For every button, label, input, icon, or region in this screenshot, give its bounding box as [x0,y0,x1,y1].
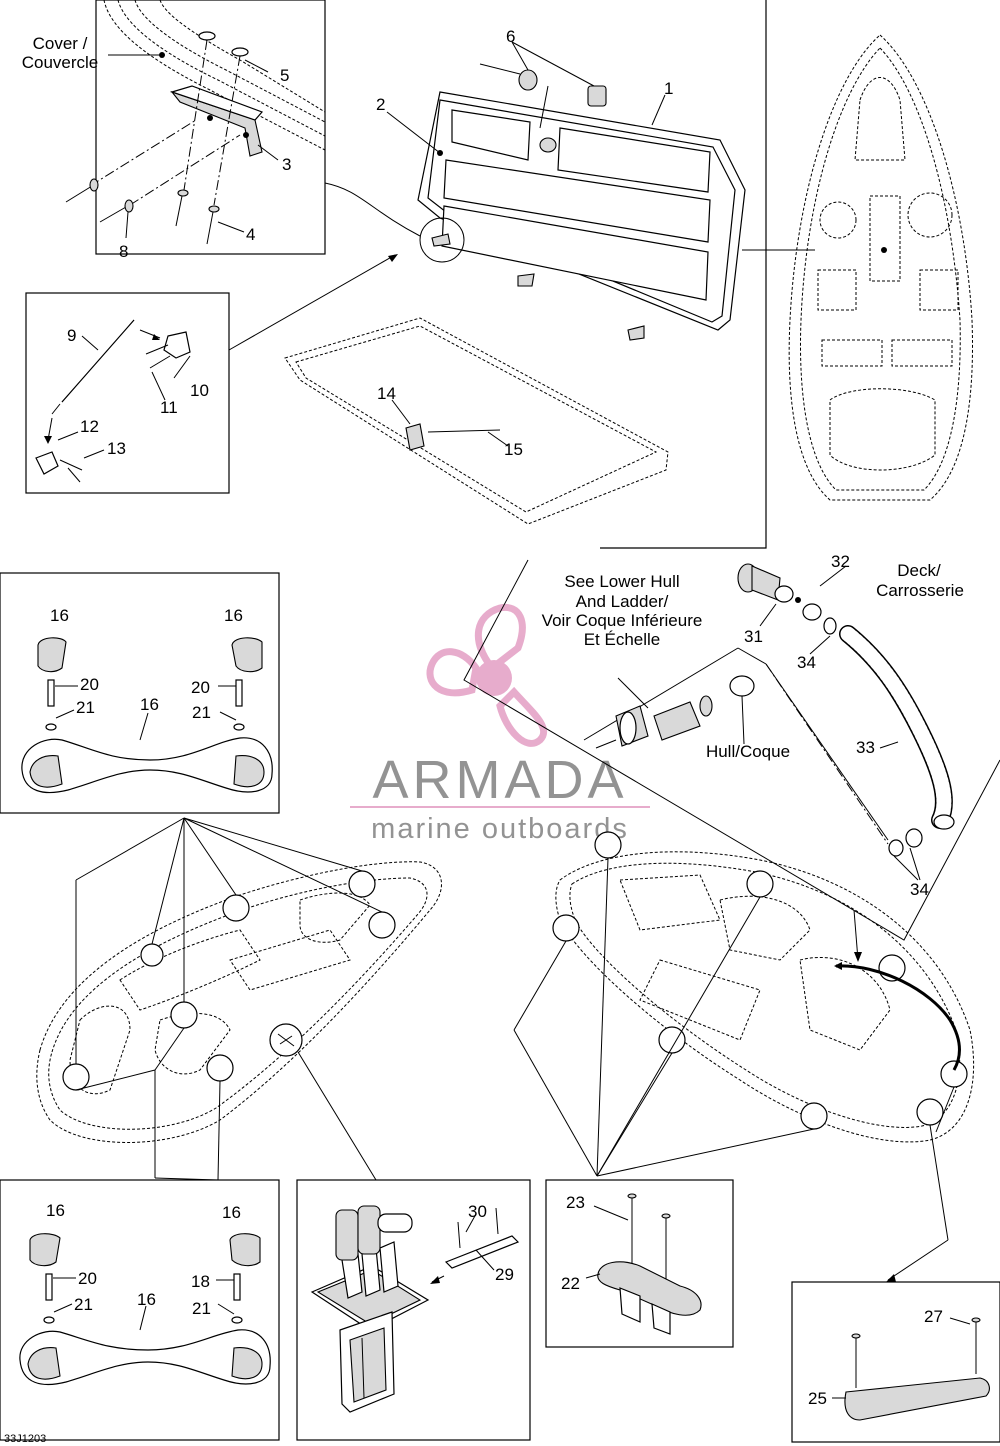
boat-top-view [788,34,973,501]
callout-8: 8 [119,242,128,261]
callout-5: 5 [280,66,289,85]
callout-16-d: 16 [46,1201,65,1220]
deck-label-line2: Carrosserie [876,581,964,600]
washer-5a [198,31,216,41]
callout-16-b: 16 [224,606,243,625]
main-cover-box [600,0,767,549]
rivet-8b [99,199,134,223]
boat-iso-right [513,831,975,1282]
deck-label-line1: Deck/ [897,561,941,580]
throttle-lever-knob [377,1213,413,1233]
storage-compartment: 14 15 [284,317,669,525]
callout-10: 10 [190,381,209,400]
callout-23: 23 [566,1193,585,1212]
cover-hinge-detail-box [95,0,326,255]
callout-21-a: 21 [76,698,95,717]
handle-cap-16b [231,637,263,673]
see-note-line1: See Lower Hull [564,572,679,591]
callout-32: 32 [831,552,850,571]
watermark-subtitle: marine outboards [371,813,629,845]
callout-1: 1 [664,79,673,98]
callout-31: 31 [744,627,763,646]
strut-bracket-12 [35,451,59,475]
cover-hinge-detail: Cover / Couvercle 5 3 4 8 [22,0,326,261]
gas-strut-detail-box [25,292,230,494]
callout-9: 9 [67,326,76,345]
callout-21-b: 21 [192,703,211,722]
figure-code: 33J1203 [4,1433,46,1445]
see-note-line4: Et Échelle [584,630,661,649]
cleat-detail: 23 22 [561,1193,702,1335]
callout-14: 14 [377,384,396,403]
lower-handle-detail: 16 16 20 18 21 21 16 [19,1201,271,1386]
grab-handle-16 [21,737,273,794]
cleat-box [545,1179,734,1348]
callout-21-c: 21 [74,1295,93,1314]
drain-hose-route [835,964,961,1071]
callout-16-f: 16 [137,1290,156,1309]
rivet-8a [65,178,99,203]
storage-cover: 1 2 6 [376,27,746,341]
rub-plate-box [791,1281,1000,1443]
bracket-29 [444,1207,520,1269]
callout-25: 25 [808,1389,827,1408]
drain-hose-33 [839,625,953,829]
callout-29: 29 [495,1265,514,1284]
throttle-box [296,1179,531,1441]
callout-16-c: 16 [140,695,159,714]
cleat-22 [597,1261,702,1316]
screw-4b [206,205,220,245]
callout-2: 2 [376,95,385,114]
callout-34-b: 34 [910,880,929,899]
watermark-title: ARMADA [372,750,627,810]
callout-34-a: 34 [797,653,816,672]
callout-11: 11 [160,398,178,417]
grab-handle-16-lower [19,1329,271,1386]
cover-label-line1: Cover / [33,34,88,53]
callout-27: 27 [924,1307,943,1326]
callout-3: 3 [282,155,291,174]
callout-21-d: 21 [192,1299,211,1318]
callout-30: 30 [468,1202,487,1221]
callout-16-a: 16 [50,606,69,625]
propeller-logo [426,603,548,747]
handle-cap-16e [229,1233,261,1267]
hull-label: Hull/Coque [706,742,790,761]
callout-12: 12 [80,417,99,436]
cover-label-line2: Couvercle [22,53,99,72]
callout-15: 15 [504,440,523,459]
screw-4a [175,189,189,227]
callout-6: 6 [506,27,515,46]
handle-cap-16a [37,637,67,673]
washer-5b [231,47,249,57]
rub-plate-25 [844,1377,990,1421]
callout-33: 33 [856,738,875,757]
throttle-detail: 30 29 [310,1202,520,1413]
upper-handle-box [0,572,280,814]
stopper-14 [391,399,509,451]
hull-drain-fitting [595,675,755,749]
callout-18: 18 [191,1272,210,1291]
callout-20-a: 20 [80,675,99,694]
strut-bracket-10 [163,331,191,359]
deck-drain-fitting [737,563,837,635]
latch-6b [587,85,607,107]
lower-handle-box [0,1179,280,1441]
callout-20-b: 20 [191,678,210,697]
upper-handle-detail: 16 16 20 20 21 21 16 [21,606,273,794]
handle-cap-16d [29,1233,61,1267]
callout-22: 22 [561,1274,580,1293]
callout-20-c: 20 [78,1269,97,1288]
drain-fittings: 32 Deck/ Carrosserie 31 34 33 34 Hull/Co… [463,552,1000,941]
rub-plate-detail: 25 27 [808,1307,990,1421]
callout-13: 13 [107,439,126,458]
watermark: ARMADA marine outboards [350,603,650,845]
see-note-line2: And Ladder/ [576,592,669,611]
gas-strut-detail: 9 10 11 12 13 [35,319,209,483]
callout-16-e: 16 [222,1203,241,1222]
see-note-line3: Voir Coque Inférieure [542,611,703,630]
callout-4: 4 [246,225,255,244]
boat-iso-left [36,817,442,1181]
